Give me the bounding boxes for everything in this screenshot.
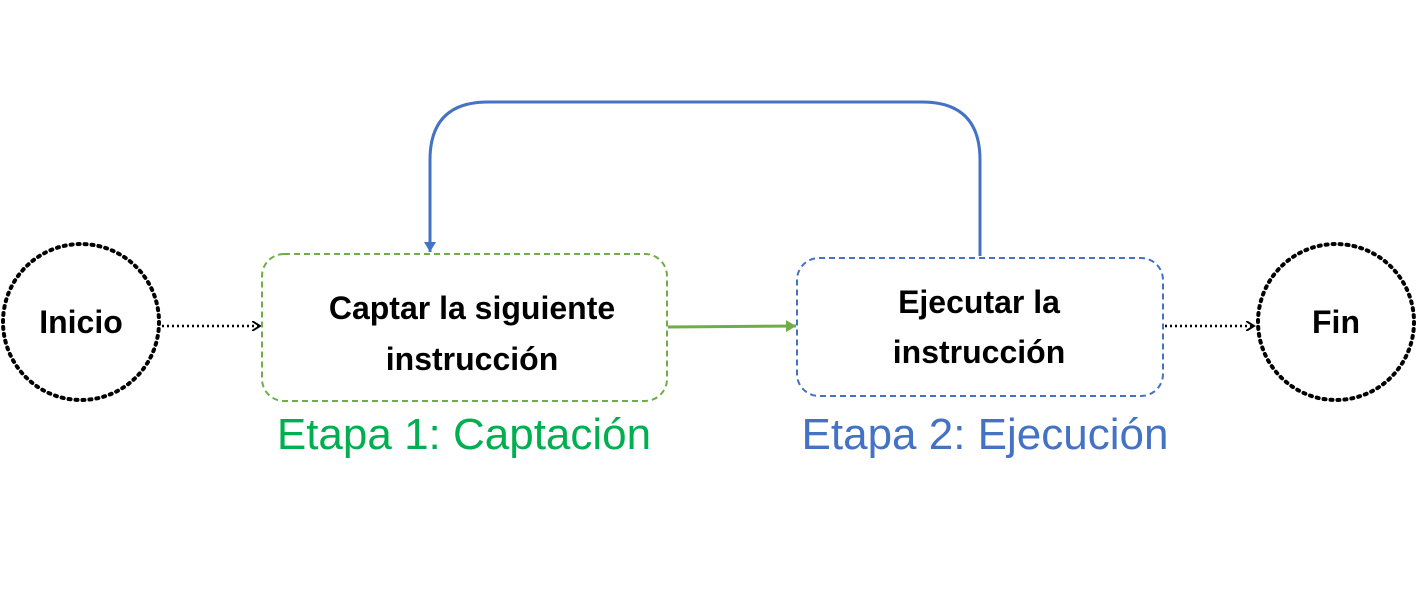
start-label: Inicio [39,304,123,340]
execute-label-line2: instrucción [893,334,1065,370]
loop-arrow [424,100,982,256]
stage1-label: Etapa 1: Captación [277,410,651,459]
fetch-label-line1: Captar la siguiente [329,290,615,326]
fetch-to-execute-arrow [667,320,797,333]
fetch-node: Captar la siguiente instrucción [261,253,668,402]
execute-label-line1: Ejecutar la [898,284,1060,320]
end-label: Fin [1312,304,1360,340]
fetch-label-line2: instrucción [386,341,558,377]
execute-node: Ejecutar la instrucción [796,257,1164,397]
end-node: Fin [1256,242,1416,402]
stage2-label: Etapa 2: Ejecución [802,410,1169,459]
start-node: Inicio [1,242,161,402]
